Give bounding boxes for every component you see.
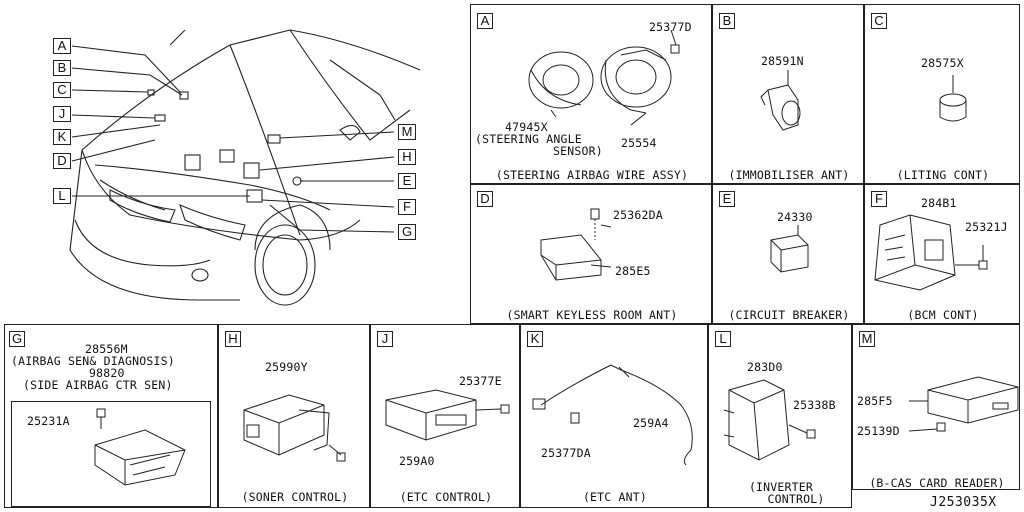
callout-e: E: [398, 173, 416, 189]
lighting-control-drawing: [939, 75, 967, 122]
panel-m-caption: (B-CAS CARD READER): [869, 476, 1005, 490]
panel-d: D 25362DA 285E5 (SMART KEYLESS ROOM ANT): [470, 184, 712, 324]
part-24330: 24330: [777, 210, 813, 224]
panel-letter: C: [871, 13, 887, 29]
part-25321j: 25321J: [965, 220, 1008, 234]
part-25377da: 25377DA: [541, 446, 591, 460]
sub-steering-angle: (STEERING ANGLE: [475, 132, 582, 146]
panel-k: K 259A4 25377DA (ETC ANT): [520, 324, 708, 508]
panel-l-caption-line1: (INVERTER: [748, 480, 814, 494]
panel-letter: F: [871, 191, 887, 207]
car-overview: A B C J K D L M H E F G: [0, 0, 470, 322]
panel-f-caption: (BCM CONT): [907, 308, 979, 322]
panel-letter: B: [719, 13, 735, 29]
panel-b: B 28591N (IMMOBILISER ANT): [712, 4, 864, 184]
panel-e-caption: (CIRCUIT BREAKER): [728, 308, 850, 322]
part-259a0: 259A0: [399, 454, 435, 468]
panel-letter: E: [719, 191, 735, 207]
panel-f: F 284B1 25321J (BCM CONT): [864, 184, 1020, 324]
bcas-card-reader-drawing: [908, 376, 1019, 432]
part-285e5: 285E5: [615, 264, 651, 278]
callout-l: L: [53, 188, 71, 204]
panel-letter: H: [225, 331, 241, 347]
etc-control-drawing: [385, 389, 510, 441]
immobiliser-antenna-drawing: [760, 70, 801, 131]
etc-antenna-drawing: [532, 364, 693, 466]
callout-j: J: [53, 106, 71, 122]
panel-a-caption: (STEERING AIRBAG WIRE ASSY): [495, 168, 689, 182]
panel-letter: J: [377, 331, 393, 347]
panel-c-caption: (LITING CONT): [896, 168, 990, 182]
callout-m: M: [398, 124, 416, 140]
part-284b1: 284B1: [921, 196, 957, 210]
part-28575x: 28575X: [921, 56, 964, 70]
part-28556m: 28556M: [85, 342, 128, 356]
panel-a: A 25377D 47945X (STEERING ANGLE 25554 SE…: [470, 4, 712, 184]
panel-letter: M: [859, 331, 875, 347]
part-25338b: 25338B: [793, 398, 836, 412]
callout-g: G: [398, 224, 416, 240]
panel-j-caption: (ETC CONTROL): [399, 490, 493, 504]
panel-b-caption: (IMMOBILISER ANT): [728, 168, 850, 182]
part-25139d: 25139D: [857, 424, 900, 438]
panel-letter: K: [527, 331, 543, 347]
callout-a: A: [53, 38, 71, 54]
part-25362da: 25362DA: [613, 208, 663, 222]
part-28591n: 28591N: [761, 54, 804, 68]
callout-f: F: [398, 199, 416, 215]
panel-h: H 25990Y (SONER CONTROL): [218, 324, 370, 508]
circuit-breaker-drawing: [770, 225, 809, 273]
car-illustration: [69, 29, 421, 306]
sub-side-airbag: (SIDE AIRBAG CTR SEN): [23, 378, 173, 392]
panel-letter: A: [477, 13, 493, 29]
bcm-control-drawing: [874, 214, 988, 291]
panel-g: G 28556M (AIRBAG SEN& DIAGNOSIS) 98820 (…: [4, 324, 218, 508]
part-25990y: 25990Y: [265, 360, 308, 374]
sub-sensor: SENSOR): [553, 144, 603, 158]
callout-c: C: [53, 82, 71, 98]
part-25231a: 25231A: [27, 414, 70, 428]
sub-airbag-sen: (AIRBAG SEN& DIAGNOSIS): [11, 354, 175, 368]
panel-letter: D: [477, 191, 493, 207]
part-259a4: 259A4: [633, 416, 669, 430]
part-47945x: 47945X: [505, 120, 548, 134]
panel-m: M 285F5 25139D (B-CAS CARD READER): [852, 324, 1020, 490]
panel-l-caption-line2: CONTROL): [767, 492, 825, 506]
smart-keyless-antenna-drawing: [540, 208, 612, 281]
panel-c: C 28575X (LITING CONT): [864, 4, 1020, 184]
part-25377e: 25377E: [459, 374, 502, 388]
callout-k: K: [53, 129, 71, 145]
panel-e: E 24330 (CIRCUIT BREAKER): [712, 184, 864, 324]
panel-letter: G: [9, 331, 25, 347]
panel-k-caption: (ETC ANT): [582, 490, 648, 504]
panel-j: J 25377E 259A0 (ETC CONTROL): [370, 324, 520, 508]
part-25377d: 25377D: [649, 20, 692, 34]
part-25554: 25554: [621, 136, 657, 150]
panel-letter: L: [715, 331, 731, 347]
panel-d-caption: (SMART KEYLESS ROOM ANT): [506, 308, 678, 322]
panel-h-caption: (SONER CONTROL): [241, 490, 349, 504]
panel-g-inset: [11, 401, 211, 507]
steering-angle-sensor-drawing: [528, 29, 680, 126]
sonar-control-drawing: [243, 394, 346, 462]
panel-l: L 283D0 25338B (INVERTER CONTROL): [708, 324, 852, 508]
callout-h: H: [398, 149, 416, 165]
part-98820: 98820: [89, 366, 125, 380]
part-283d0: 283D0: [747, 360, 783, 374]
part-285f5: 285F5: [857, 394, 893, 408]
callout-d: D: [53, 153, 71, 169]
inverter-control-drawing: [723, 379, 816, 461]
callout-b: B: [53, 60, 71, 76]
airbag-sensor-drawing: [94, 408, 186, 486]
diagram-id: J253035X: [930, 495, 997, 510]
